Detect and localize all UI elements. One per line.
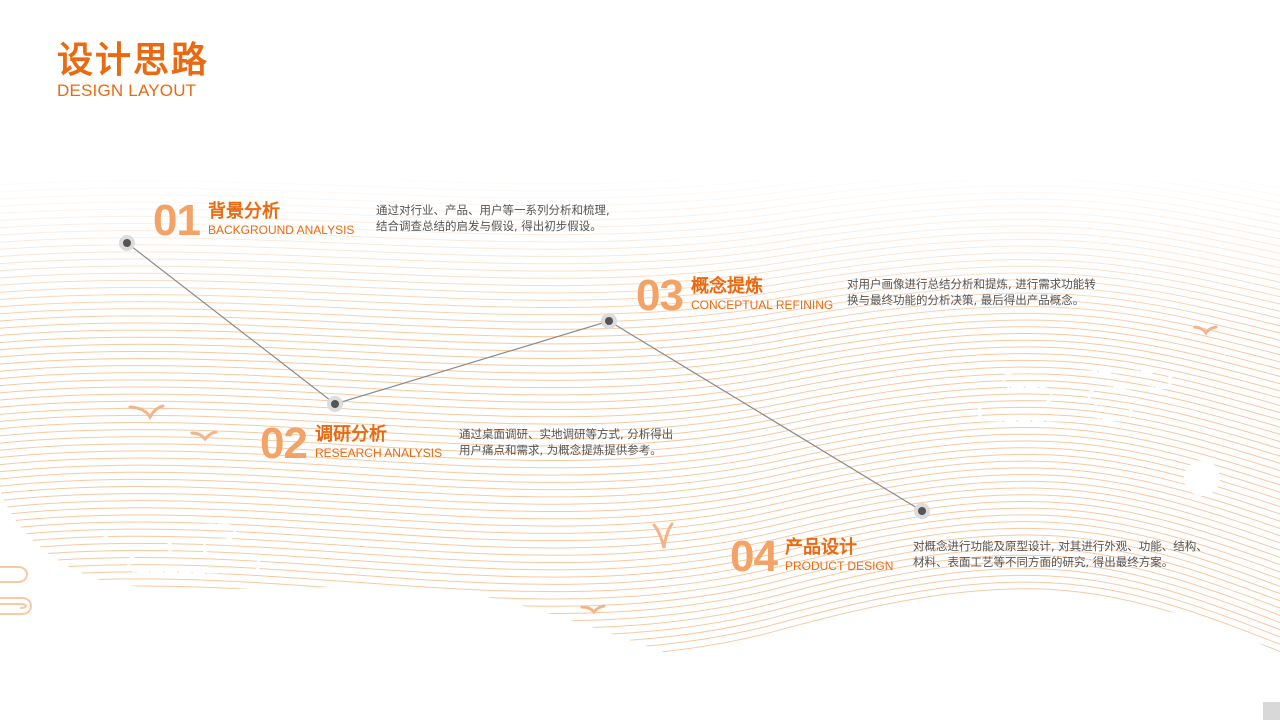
step-title-cn: 概念提炼 <box>690 276 763 297</box>
step-02-description: 通过桌面调研、实地调研等方式, 分析得出 用户痛点和需求, 为概念提炼提供参考。 <box>459 426 673 458</box>
step-title-cn: 背景分析 <box>207 201 280 222</box>
desc-line: 对用户画像进行总结分析和提炼, 进行需求功能转 <box>847 277 1096 291</box>
timeline-node-02 <box>327 396 343 412</box>
desc-line: 用户痛点和需求, 为概念提炼提供参考。 <box>459 443 662 457</box>
desc-line: 通过桌面调研、实地调研等方式, 分析得出 <box>459 427 674 441</box>
corner-tab <box>1263 702 1280 720</box>
step-number: 04 <box>730 532 778 581</box>
desc-line: 换与最终功能的分析决策, 最后得出产品概念。 <box>847 293 1085 307</box>
timeline-node-04 <box>914 503 930 519</box>
step-number: 02 <box>260 419 308 468</box>
step-01-heading: 01 背景分析 BACKGROUND ANALYSIS <box>153 199 354 243</box>
step-02-heading: 02 调研分析 RESEARCH ANALYSIS <box>260 422 442 466</box>
step-title-cn: 调研分析 <box>314 424 387 445</box>
step-number: 01 <box>153 196 201 245</box>
step-04-description: 对概念进行功能及原型设计, 对其进行外观、功能、结构、 材料、表面工艺等不同方面… <box>913 538 1208 570</box>
title-block: 设计思路 DESIGN LAYOUT <box>57 40 209 101</box>
step-title-en: PRODUCT DESIGN <box>784 559 894 573</box>
step-03-description: 对用户画像进行总结分析和提炼, 进行需求功能转 换与最终功能的分析决策, 最后得… <box>847 276 1096 308</box>
desc-line: 通过对行业、产品、用户等一系列分析和梳理, <box>376 203 610 217</box>
page-subtitle: DESIGN LAYOUT <box>57 81 197 100</box>
page-title: 设计思路 <box>57 40 210 81</box>
timeline-node-01 <box>119 235 135 251</box>
sun-decoration <box>1184 460 1220 496</box>
step-01-description: 通过对行业、产品、用户等一系列分析和梳理, 结合调查总结的启发与假设, 得出初步… <box>376 202 610 234</box>
step-title-en: BACKGROUND ANALYSIS <box>207 223 355 237</box>
timeline-node-03 <box>601 313 617 329</box>
timeline-connector <box>126 242 923 512</box>
step-title-en: RESEARCH ANALYSIS <box>314 446 443 460</box>
step-04-heading: 04 产品设计 PRODUCT DESIGN <box>730 535 893 579</box>
step-03-heading: 03 概念提炼 CONCEPTUAL REFINING <box>636 274 833 318</box>
step-title-cn: 产品设计 <box>784 537 857 558</box>
desc-line: 材料、表面工艺等不同方面的研究, 得出最终方案。 <box>913 555 1174 569</box>
desc-line: 对概念进行功能及原型设计, 对其进行外观、功能、结构、 <box>913 539 1208 553</box>
step-number: 03 <box>636 271 684 320</box>
step-title-en: CONCEPTUAL REFINING <box>690 298 834 312</box>
desc-line: 结合调查总结的启发与假设, 得出初步假设。 <box>376 219 602 233</box>
